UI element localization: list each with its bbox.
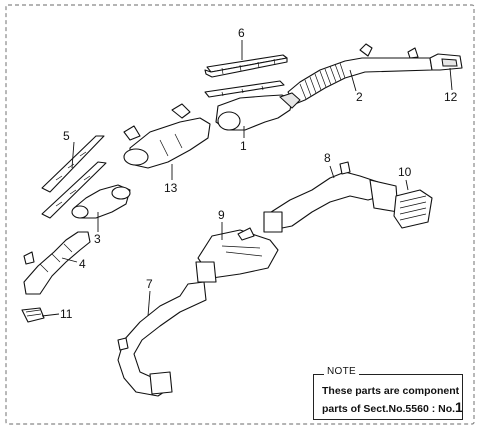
part-7-lower-floor-duct: [117, 281, 207, 397]
diagram-border: [5, 4, 475, 425]
part-5-trim-strips: [41, 135, 107, 219]
note-title: NOTE: [324, 366, 359, 377]
part-10-outlet-grille: [393, 189, 433, 229]
note-section-number: 1: [455, 399, 463, 415]
callout-11: 11: [60, 307, 73, 321]
leader-lines: [41, 40, 453, 317]
callout-7: 7: [146, 277, 153, 291]
note-line-2: parts of Sect.No.5560 : No.1: [322, 399, 463, 415]
callout-13: 13: [164, 181, 178, 195]
callout-10: 10: [398, 165, 412, 179]
callout-8: 8: [324, 151, 331, 165]
part-3-side-elbow: [71, 184, 131, 219]
part-11-small-vent: [21, 307, 45, 323]
callout-9: 9: [218, 208, 225, 222]
part-8-right-duct: [263, 161, 399, 233]
part-6-trim-strip: [204, 54, 288, 78]
callout-2: 2: [356, 90, 363, 104]
part-1-center-duct: [204, 80, 301, 131]
callout-3: 3: [94, 232, 101, 246]
part-13-left-duct: [123, 103, 211, 169]
callout-1: 1: [240, 139, 247, 153]
callout-12: 12: [444, 90, 458, 104]
part-12-end-outlet: [429, 53, 463, 71]
note-box: NOTE These parts are component parts of …: [313, 366, 463, 420]
part-9-center-floor-duct: [195, 227, 279, 283]
part-4-lower-side-duct: [23, 231, 91, 295]
callout-6: 6: [238, 26, 245, 40]
callout-5: 5: [63, 129, 70, 143]
note-line-2-text: parts of Sect.No.5560 : No.: [322, 403, 456, 415]
note-line-1: These parts are component: [322, 385, 460, 397]
callout-4: 4: [79, 257, 86, 271]
